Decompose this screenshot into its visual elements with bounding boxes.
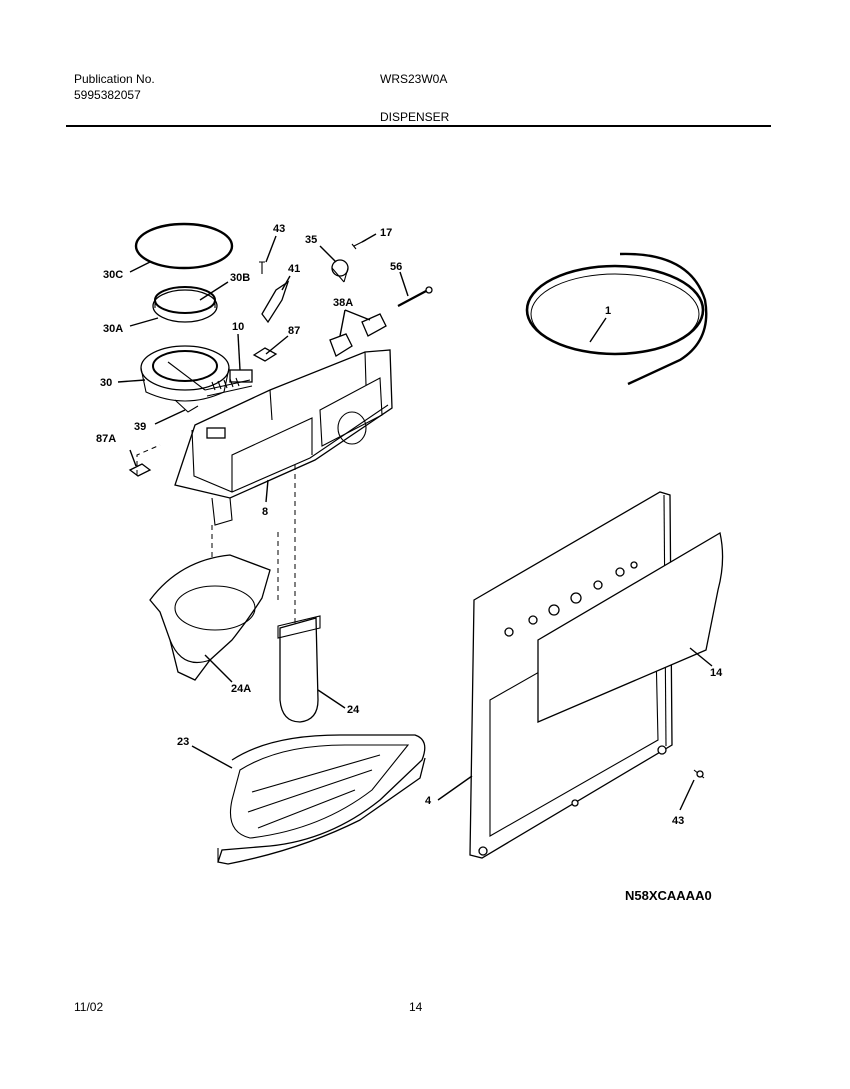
leader-lines: [117, 233, 713, 811]
part-30c-gasket: [134, 222, 234, 270]
callout-35: 35: [305, 234, 317, 246]
callout-23: 23: [177, 736, 189, 748]
part-87a-clip: [128, 463, 152, 477]
part-30-funnel: [140, 345, 253, 413]
part-38a-flaps: [329, 313, 387, 357]
diagram-code: N58XCAAAA0: [625, 888, 712, 903]
publication-label: Publication No.: [74, 72, 155, 86]
part-1-tubing: [525, 252, 708, 386]
part-56-rod: [397, 286, 433, 307]
part-43-screw-bottom: [693, 769, 705, 779]
part-35-switch: [331, 259, 349, 283]
section-title: DISPENSER: [380, 110, 450, 124]
publication-number: 5995382057: [74, 88, 141, 102]
part-8-housing: [174, 349, 393, 526]
callout-43-top: 43: [273, 223, 285, 235]
part-24-door: [277, 615, 321, 723]
part-43-screw-top: [259, 261, 265, 274]
footer-page-number: 14: [409, 1000, 423, 1014]
callout-17: 17: [380, 227, 392, 239]
part-24a-ice-chute: [149, 554, 271, 681]
part-87-clip: [252, 347, 278, 362]
part-41-bracket: [261, 280, 290, 324]
part-30a-30b-ring: [152, 286, 218, 323]
callout-30c: 30C: [103, 269, 123, 281]
callout-14: 14: [710, 667, 723, 679]
callout-24a: 24A: [231, 683, 251, 695]
header-rule: [66, 125, 771, 127]
callout-39: 39: [134, 421, 146, 433]
callout-87: 87: [288, 325, 300, 337]
part-14-overlay: [537, 531, 724, 723]
callout-41: 41: [288, 263, 300, 275]
callout-4: 4: [425, 795, 432, 807]
model-number: WRS23W0A: [380, 72, 448, 86]
callout-30: 30: [100, 377, 112, 389]
callout-30b: 30B: [230, 272, 250, 284]
callout-38a: 38A: [333, 297, 353, 309]
callout-10: 10: [232, 321, 244, 333]
callout-8: 8: [262, 506, 268, 518]
callout-43-bottom: 43: [672, 815, 684, 827]
callout-87a: 87A: [96, 433, 116, 445]
callout-30a: 30A: [103, 323, 123, 335]
part-23-drip-tray: [217, 734, 426, 865]
callout-24: 24: [347, 704, 360, 716]
footer-date: 11/02: [74, 1000, 104, 1014]
callout-1: 1: [605, 305, 611, 317]
callout-56: 56: [390, 261, 402, 273]
